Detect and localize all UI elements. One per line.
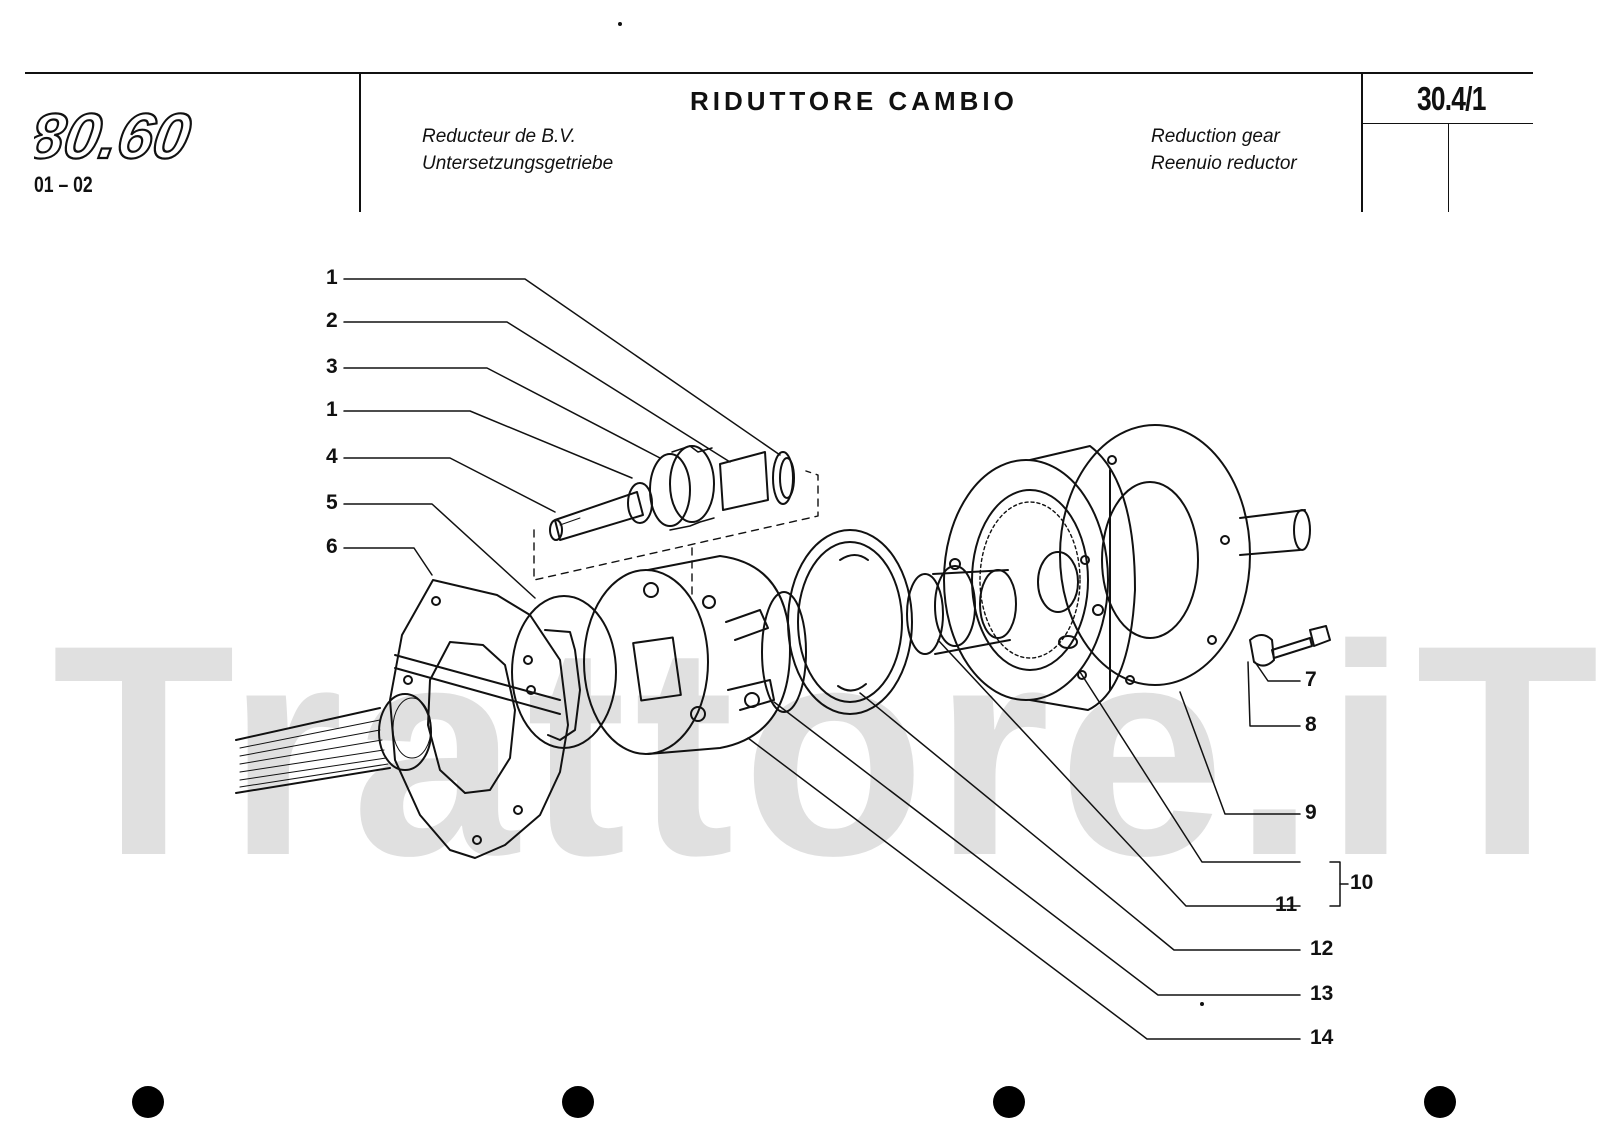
leader-14 bbox=[747, 737, 1301, 1040]
subtitle-fr: Reducteur de B.V. bbox=[422, 126, 576, 147]
leader-8 bbox=[1247, 661, 1301, 727]
callout-14: 14 bbox=[1310, 1026, 1334, 1049]
assembly-dashed-lines bbox=[533, 470, 819, 601]
brand-logo: 80.60 bbox=[34, 110, 197, 165]
callout-11: 11 bbox=[1275, 893, 1298, 916]
callout-1b: 1 bbox=[326, 398, 338, 421]
leader-10a bbox=[1079, 671, 1301, 863]
leader-lines bbox=[343, 278, 1349, 1040]
part-11-output-shaft bbox=[906, 565, 1017, 655]
callout-13: 13 bbox=[1310, 982, 1334, 1005]
leader-13 bbox=[773, 701, 1301, 996]
part-7-bolt bbox=[1271, 625, 1331, 659]
part-5-shim bbox=[511, 595, 617, 749]
part-12-thrust-washer bbox=[787, 529, 913, 715]
model-code: 01 – 02 bbox=[34, 172, 93, 197]
binder-hole bbox=[562, 1086, 594, 1118]
leader-12 bbox=[859, 692, 1301, 951]
part-8-lock-plate bbox=[1249, 634, 1275, 667]
callout-10: 10 bbox=[1350, 871, 1374, 894]
leader-1a bbox=[343, 278, 781, 456]
leader-6 bbox=[343, 547, 433, 576]
subtitle-en: Reduction gear bbox=[1151, 126, 1280, 147]
watermark: Trattore.iT bbox=[52, 582, 1600, 918]
input-shaft bbox=[235, 693, 432, 794]
callout-12: 12 bbox=[1310, 937, 1334, 960]
bracket-10 bbox=[1329, 861, 1341, 907]
part-13-ring bbox=[761, 591, 807, 713]
leader-5 bbox=[343, 503, 536, 599]
page-box-divider bbox=[1448, 123, 1449, 212]
logo-text: 80.60 bbox=[34, 110, 196, 165]
page-number: 30.4/1 bbox=[1417, 80, 1486, 117]
leader-1b bbox=[343, 410, 633, 479]
header-top-rule bbox=[25, 72, 1533, 74]
subtitle-es: Reenuio reductor bbox=[1151, 153, 1297, 174]
callout-9: 9 bbox=[1305, 801, 1317, 824]
leader-3 bbox=[343, 367, 661, 459]
leader-11 bbox=[937, 639, 1301, 907]
callout-1a: 1 bbox=[326, 266, 338, 289]
part-6-flange-plate bbox=[389, 579, 569, 859]
leader-4 bbox=[343, 457, 556, 513]
leader-7 bbox=[1254, 661, 1301, 682]
callout-5: 5 bbox=[326, 491, 338, 514]
leader-2 bbox=[343, 321, 731, 463]
callout-2: 2 bbox=[326, 309, 338, 332]
header-divider-left bbox=[359, 72, 361, 212]
part-9-cover bbox=[1059, 424, 1311, 691]
binder-hole bbox=[1424, 1086, 1456, 1118]
binder-hole bbox=[993, 1086, 1025, 1118]
callout-3: 3 bbox=[326, 355, 338, 378]
planet-gear-set bbox=[549, 445, 795, 541]
leader-9 bbox=[1179, 691, 1301, 815]
callout-6: 6 bbox=[326, 535, 338, 558]
callout-4: 4 bbox=[326, 445, 338, 468]
callout-7: 7 bbox=[1305, 668, 1317, 691]
subtitle-de: Untersetzungsgetriebe bbox=[422, 153, 614, 174]
part-10-ring-gear-housing bbox=[943, 445, 1136, 711]
header-divider-right bbox=[1361, 72, 1363, 212]
binder-hole bbox=[132, 1086, 164, 1118]
callout-8: 8 bbox=[1305, 713, 1317, 736]
page-title: RIDUTTORE CAMBIO bbox=[690, 86, 1018, 116]
